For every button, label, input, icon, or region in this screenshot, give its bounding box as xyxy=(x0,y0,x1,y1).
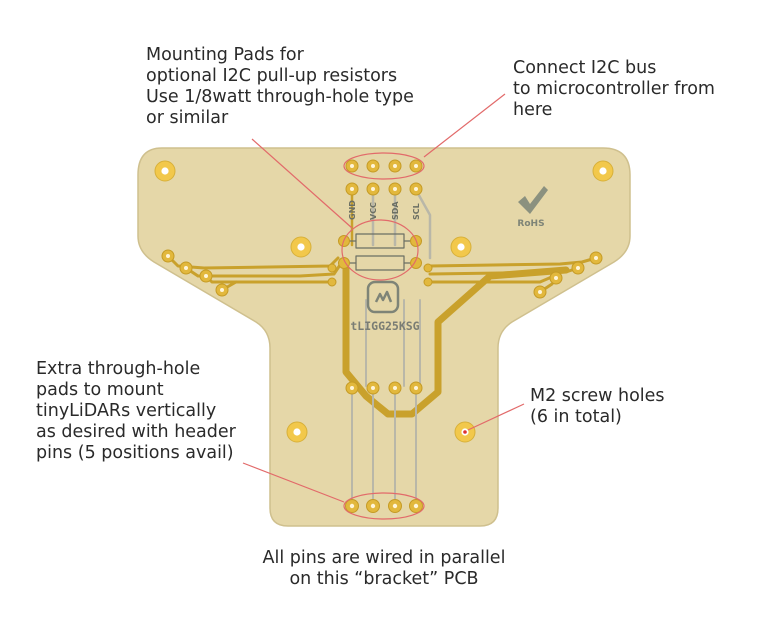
callout-line: All pins are wired in parallel xyxy=(262,548,506,568)
callout-line: Mounting Pads for xyxy=(146,45,304,65)
rohs-label: RoHS xyxy=(517,219,544,229)
screw-hole xyxy=(286,421,308,443)
callout-screw-holes: M2 screw holes (6 in total) xyxy=(530,386,665,428)
screw-hole xyxy=(154,160,176,182)
side-pads xyxy=(161,249,603,299)
callout-mounting-pads: Mounting Pads for optional I2C pull-up r… xyxy=(146,45,414,129)
callout-ellipses xyxy=(341,152,425,520)
callout-line: (6 in total) xyxy=(530,407,622,427)
callout-line: to microcontroller from xyxy=(513,79,715,99)
pin-label-gnd: GND xyxy=(348,200,357,220)
callout-line: M2 screw holes xyxy=(530,386,665,406)
callout-extra-pads: Extra through-hole pads to mount tinyLiD… xyxy=(36,359,236,464)
pin-label-sda: SDA xyxy=(391,201,400,220)
logo-icon xyxy=(366,280,400,314)
callout-line: Connect I2C bus xyxy=(513,58,657,78)
callout-line: pads to mount xyxy=(36,380,164,400)
leader-lines xyxy=(242,93,525,503)
screw-hole xyxy=(450,236,472,258)
callout-line: Extra through-hole xyxy=(36,359,201,379)
callout-line: pins (5 positions avail) xyxy=(36,443,234,463)
callout-line: optional I2C pull-up resistors xyxy=(146,66,398,86)
pin-label-scl: SCL xyxy=(412,203,421,220)
pin-labels: GND VCC SDA SCL xyxy=(348,200,421,220)
screw-hole xyxy=(290,236,312,258)
rohs-check-icon xyxy=(518,186,548,214)
screw-hole xyxy=(454,421,476,443)
callout-line: tinyLiDARs vertically xyxy=(36,401,217,421)
pin-label-vcc: VCC xyxy=(369,202,378,220)
callout-line: or similar xyxy=(146,108,229,128)
callout-i2c-bus: Connect I2C bus to microcontroller from … xyxy=(513,58,715,121)
callout-line: on this “bracket” PCB xyxy=(289,569,479,589)
callout-line: Use 1/8watt through-hole type xyxy=(146,87,414,107)
screw-hole xyxy=(592,160,614,182)
screw-holes xyxy=(154,160,614,443)
callout-line: as desired with header xyxy=(36,422,236,442)
board-outline xyxy=(137,147,631,527)
callout-line: here xyxy=(513,100,553,120)
callout-parallel-wiring: All pins are wired in parallel on this “… xyxy=(0,548,768,590)
part-number: tLIGG25KSG xyxy=(350,319,419,333)
